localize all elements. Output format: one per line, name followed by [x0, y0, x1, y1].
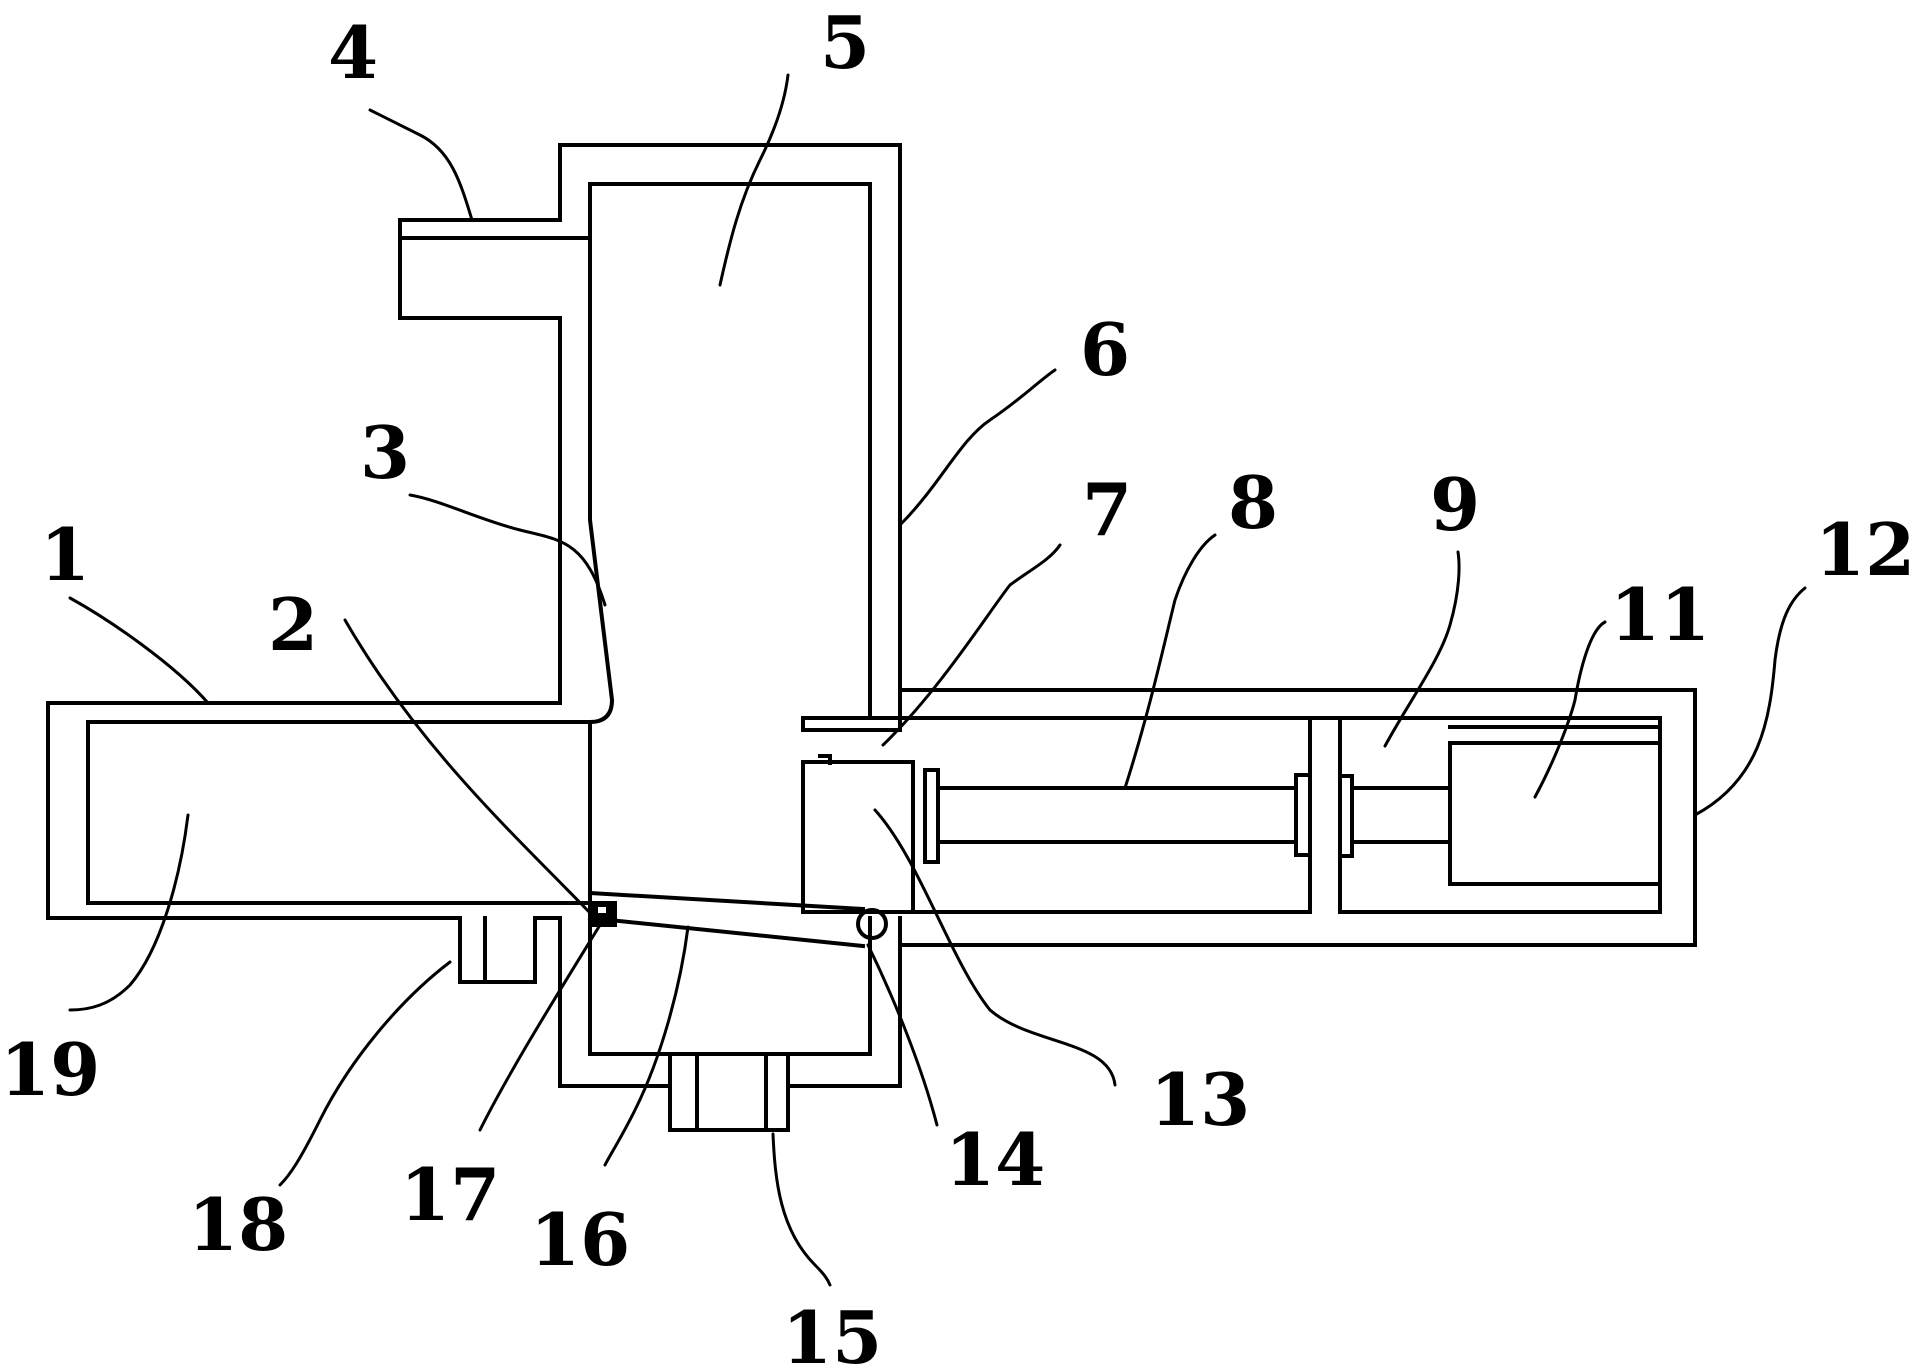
label-11: 11 [1610, 572, 1710, 657]
label-14: 14 [945, 1117, 1045, 1202]
leader-17 [478, 923, 602, 1132]
label-5: 5 [820, 0, 870, 85]
label-15: 15 [782, 1295, 882, 1371]
piston-rod [923, 768, 1312, 864]
label-13: 13 [1150, 1057, 1250, 1142]
leader-3 [408, 493, 607, 607]
label-17: 17 [400, 1152, 500, 1237]
tilting-flap [587, 890, 866, 949]
label-18: 18 [188, 1182, 288, 1267]
leader-16 [603, 925, 690, 1167]
left-chamber [86, 720, 592, 905]
leader-6 [898, 368, 1057, 527]
label-4: 4 [328, 10, 378, 95]
leader-11 [1533, 620, 1607, 799]
leader-lines [68, 73, 1807, 1287]
leader-19 [68, 813, 190, 1012]
guide-plate [801, 716, 902, 765]
label-16: 16 [530, 1197, 630, 1282]
label-6: 6 [1080, 307, 1130, 392]
motor [1338, 725, 1662, 886]
label-12: 12 [1815, 507, 1915, 592]
label-9: 9 [1430, 462, 1480, 547]
leader-14 [866, 943, 939, 1127]
leader-12 [1693, 586, 1807, 817]
leader-5 [718, 73, 790, 287]
label-2: 2 [268, 582, 318, 667]
hinge-pin [856, 908, 888, 940]
inlet-pipe [398, 218, 592, 320]
leader-4 [368, 108, 474, 222]
label-1: 1 [40, 512, 90, 597]
leader-1 [68, 596, 210, 705]
leader-7 [881, 543, 1062, 747]
label-8: 8 [1228, 460, 1278, 545]
leader-2 [343, 618, 595, 918]
seal-block [591, 901, 617, 927]
leader-9 [1383, 550, 1461, 748]
bottom-outlet [668, 1052, 790, 1132]
leader-18 [278, 960, 452, 1187]
leader-13 [873, 808, 1117, 1087]
leader-15 [771, 1132, 832, 1287]
slide-block [801, 760, 915, 914]
left-outlet [458, 916, 562, 984]
label-19: 19 [0, 1027, 100, 1112]
vertical-housing [46, 143, 902, 1088]
label-3: 3 [360, 410, 410, 495]
label-7: 7 [1082, 467, 1132, 552]
leader-8 [1123, 533, 1217, 790]
